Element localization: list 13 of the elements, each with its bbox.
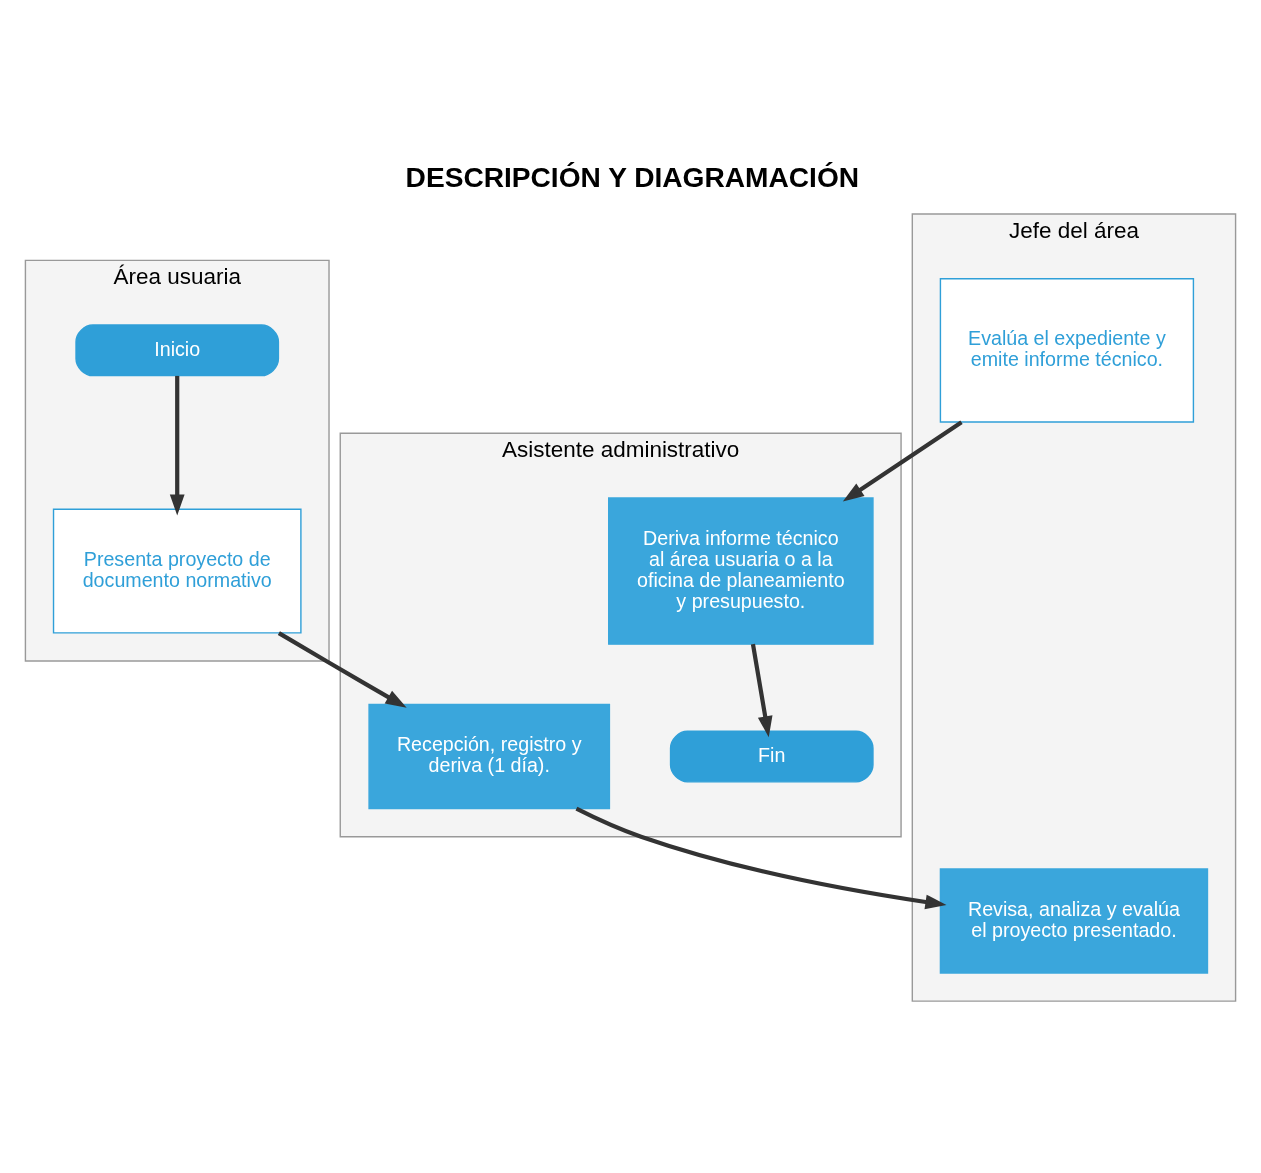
node-box: Recepción, registro y deriva (1 día).	[368, 703, 611, 810]
node-box: Presenta proyecto de documento normativo	[52, 508, 302, 634]
node-box: Deriva informe técnico al área usuaria o a la oficina de planeamiento y presupuesto.	[608, 497, 874, 645]
diagram-title: DESCRIPCIÓN Y DIAGRAMACIÓN	[405, 162, 860, 194]
arrow	[169, 375, 185, 516]
arrow	[575, 806, 947, 910]
node-box: Revisa, analiza y evalúa el proyecto presentado.	[939, 868, 1209, 974]
arrow	[750, 643, 773, 738]
node-box: Evalúa el expediente y emite informe técnico.	[939, 278, 1195, 423]
arrow	[277, 631, 407, 708]
node-box: Inicio	[75, 324, 280, 377]
node-box: Fin	[669, 730, 874, 783]
arrow	[842, 420, 963, 502]
